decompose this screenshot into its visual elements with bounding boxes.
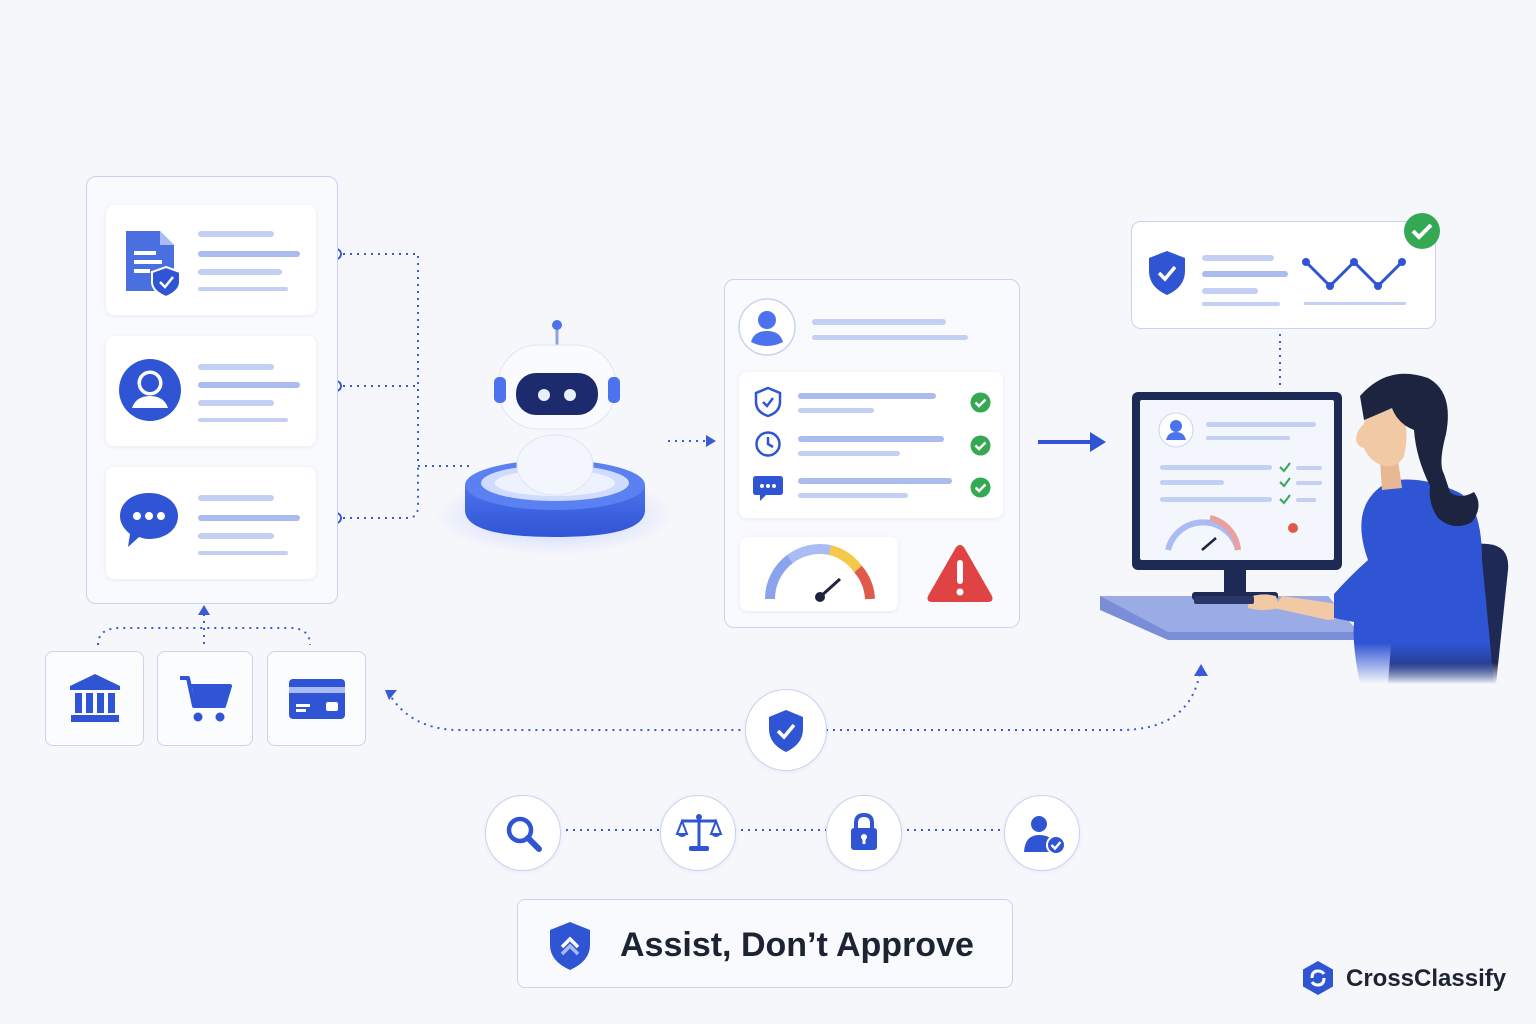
user-profile-icon (119, 359, 181, 421)
shield-check-icon (550, 922, 590, 970)
input-card-document (106, 205, 316, 315)
clock-icon (755, 431, 781, 457)
check-icon (970, 392, 991, 413)
ai-assistant-robot (435, 320, 675, 555)
principle-fairness (660, 795, 736, 871)
scales-icon (675, 814, 723, 851)
tagline-banner: Assist, Don’t Approve (517, 899, 1013, 988)
check-icon (970, 477, 991, 498)
security-hub (745, 689, 827, 771)
human-analyst-illustration (1100, 373, 1509, 684)
shield-check-icon (769, 710, 803, 752)
shopping-cart-icon (180, 676, 232, 722)
bank-icon (70, 674, 120, 722)
tagline-text: Assist, Don’t Approve (620, 926, 974, 964)
document-shield-icon (126, 231, 181, 299)
crossclassify-logo-icon (1303, 961, 1333, 995)
shield-check-icon (1149, 251, 1185, 295)
user-check-icon (1024, 816, 1066, 855)
principle-search (485, 795, 561, 871)
warning-icon (927, 545, 993, 602)
approved-check-icon (1404, 213, 1440, 249)
shield-check-icon (754, 386, 782, 418)
trend-line-icon (1302, 258, 1406, 305)
chat-icon (753, 476, 783, 501)
brand-name: CrossClassify (1346, 965, 1507, 992)
lock-icon (851, 812, 877, 850)
user-avatar-icon (738, 298, 796, 356)
source-tile-bank (45, 651, 144, 746)
input-card-chat (106, 467, 316, 579)
input-card-user (106, 336, 316, 446)
gauge-icon (765, 543, 875, 602)
source-tile-card (267, 651, 366, 746)
credit-card-icon (289, 679, 345, 719)
chat-bubble-icon (120, 493, 178, 547)
source-tile-cart (157, 651, 253, 746)
principle-security (826, 795, 902, 871)
search-icon (506, 816, 542, 852)
check-icon (970, 435, 991, 456)
brand-logo: CrossClassify (1300, 958, 1520, 998)
principle-human-approval (1004, 795, 1080, 871)
risk-gauge-card (740, 537, 898, 611)
